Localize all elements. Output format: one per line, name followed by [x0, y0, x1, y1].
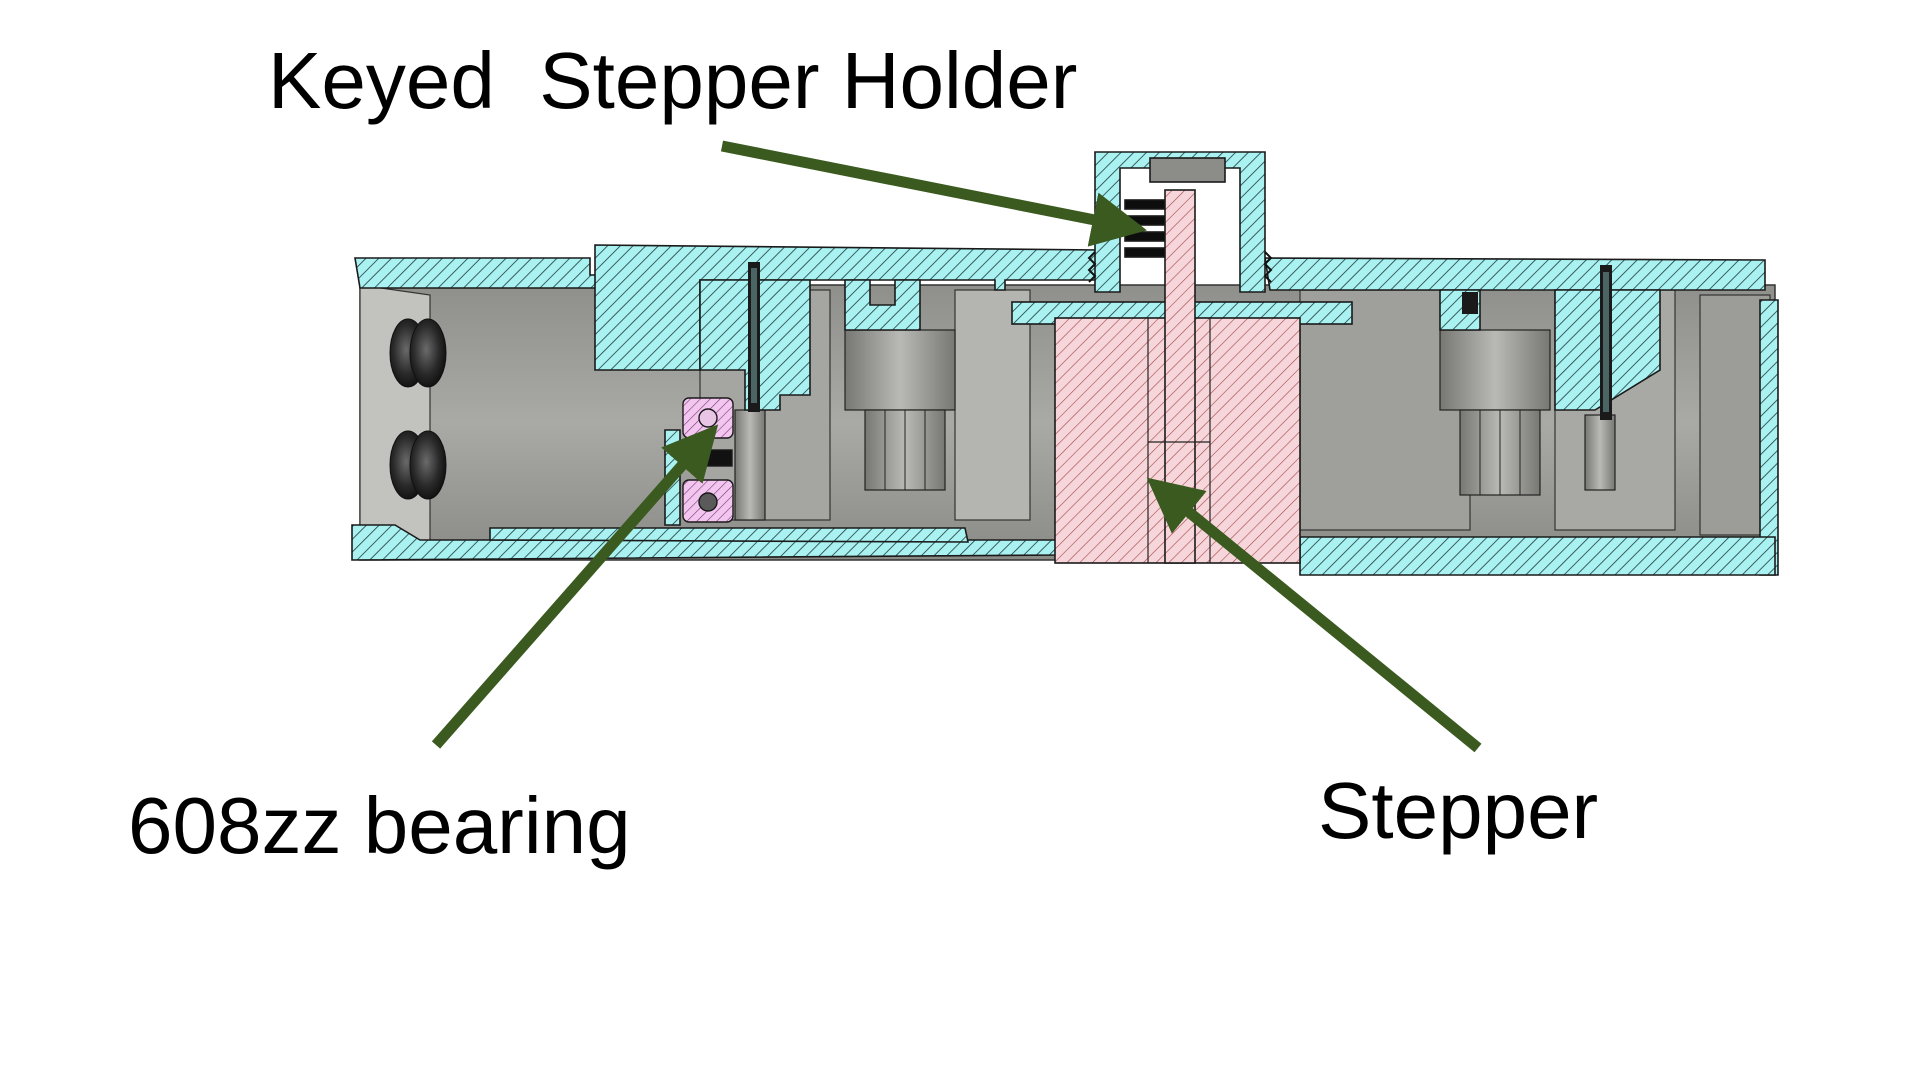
bearing [682, 397, 734, 523]
wheel-icon [389, 318, 447, 500]
bolt-icon [748, 262, 1612, 420]
arrow-stepper-holder [720, 140, 1147, 247]
standoff-left [844, 329, 956, 491]
standoff-right [1439, 329, 1616, 496]
callout-arrows [431, 140, 1482, 753]
arrow-bearing [431, 424, 719, 749]
label-stepper: Stepper [1318, 766, 1598, 855]
label-keyed-stepper-holder: Keyed Stepper Holder [268, 36, 1077, 125]
label-608zz-bearing: 608zz bearing [128, 781, 631, 870]
arrow-stepper [1146, 477, 1482, 753]
